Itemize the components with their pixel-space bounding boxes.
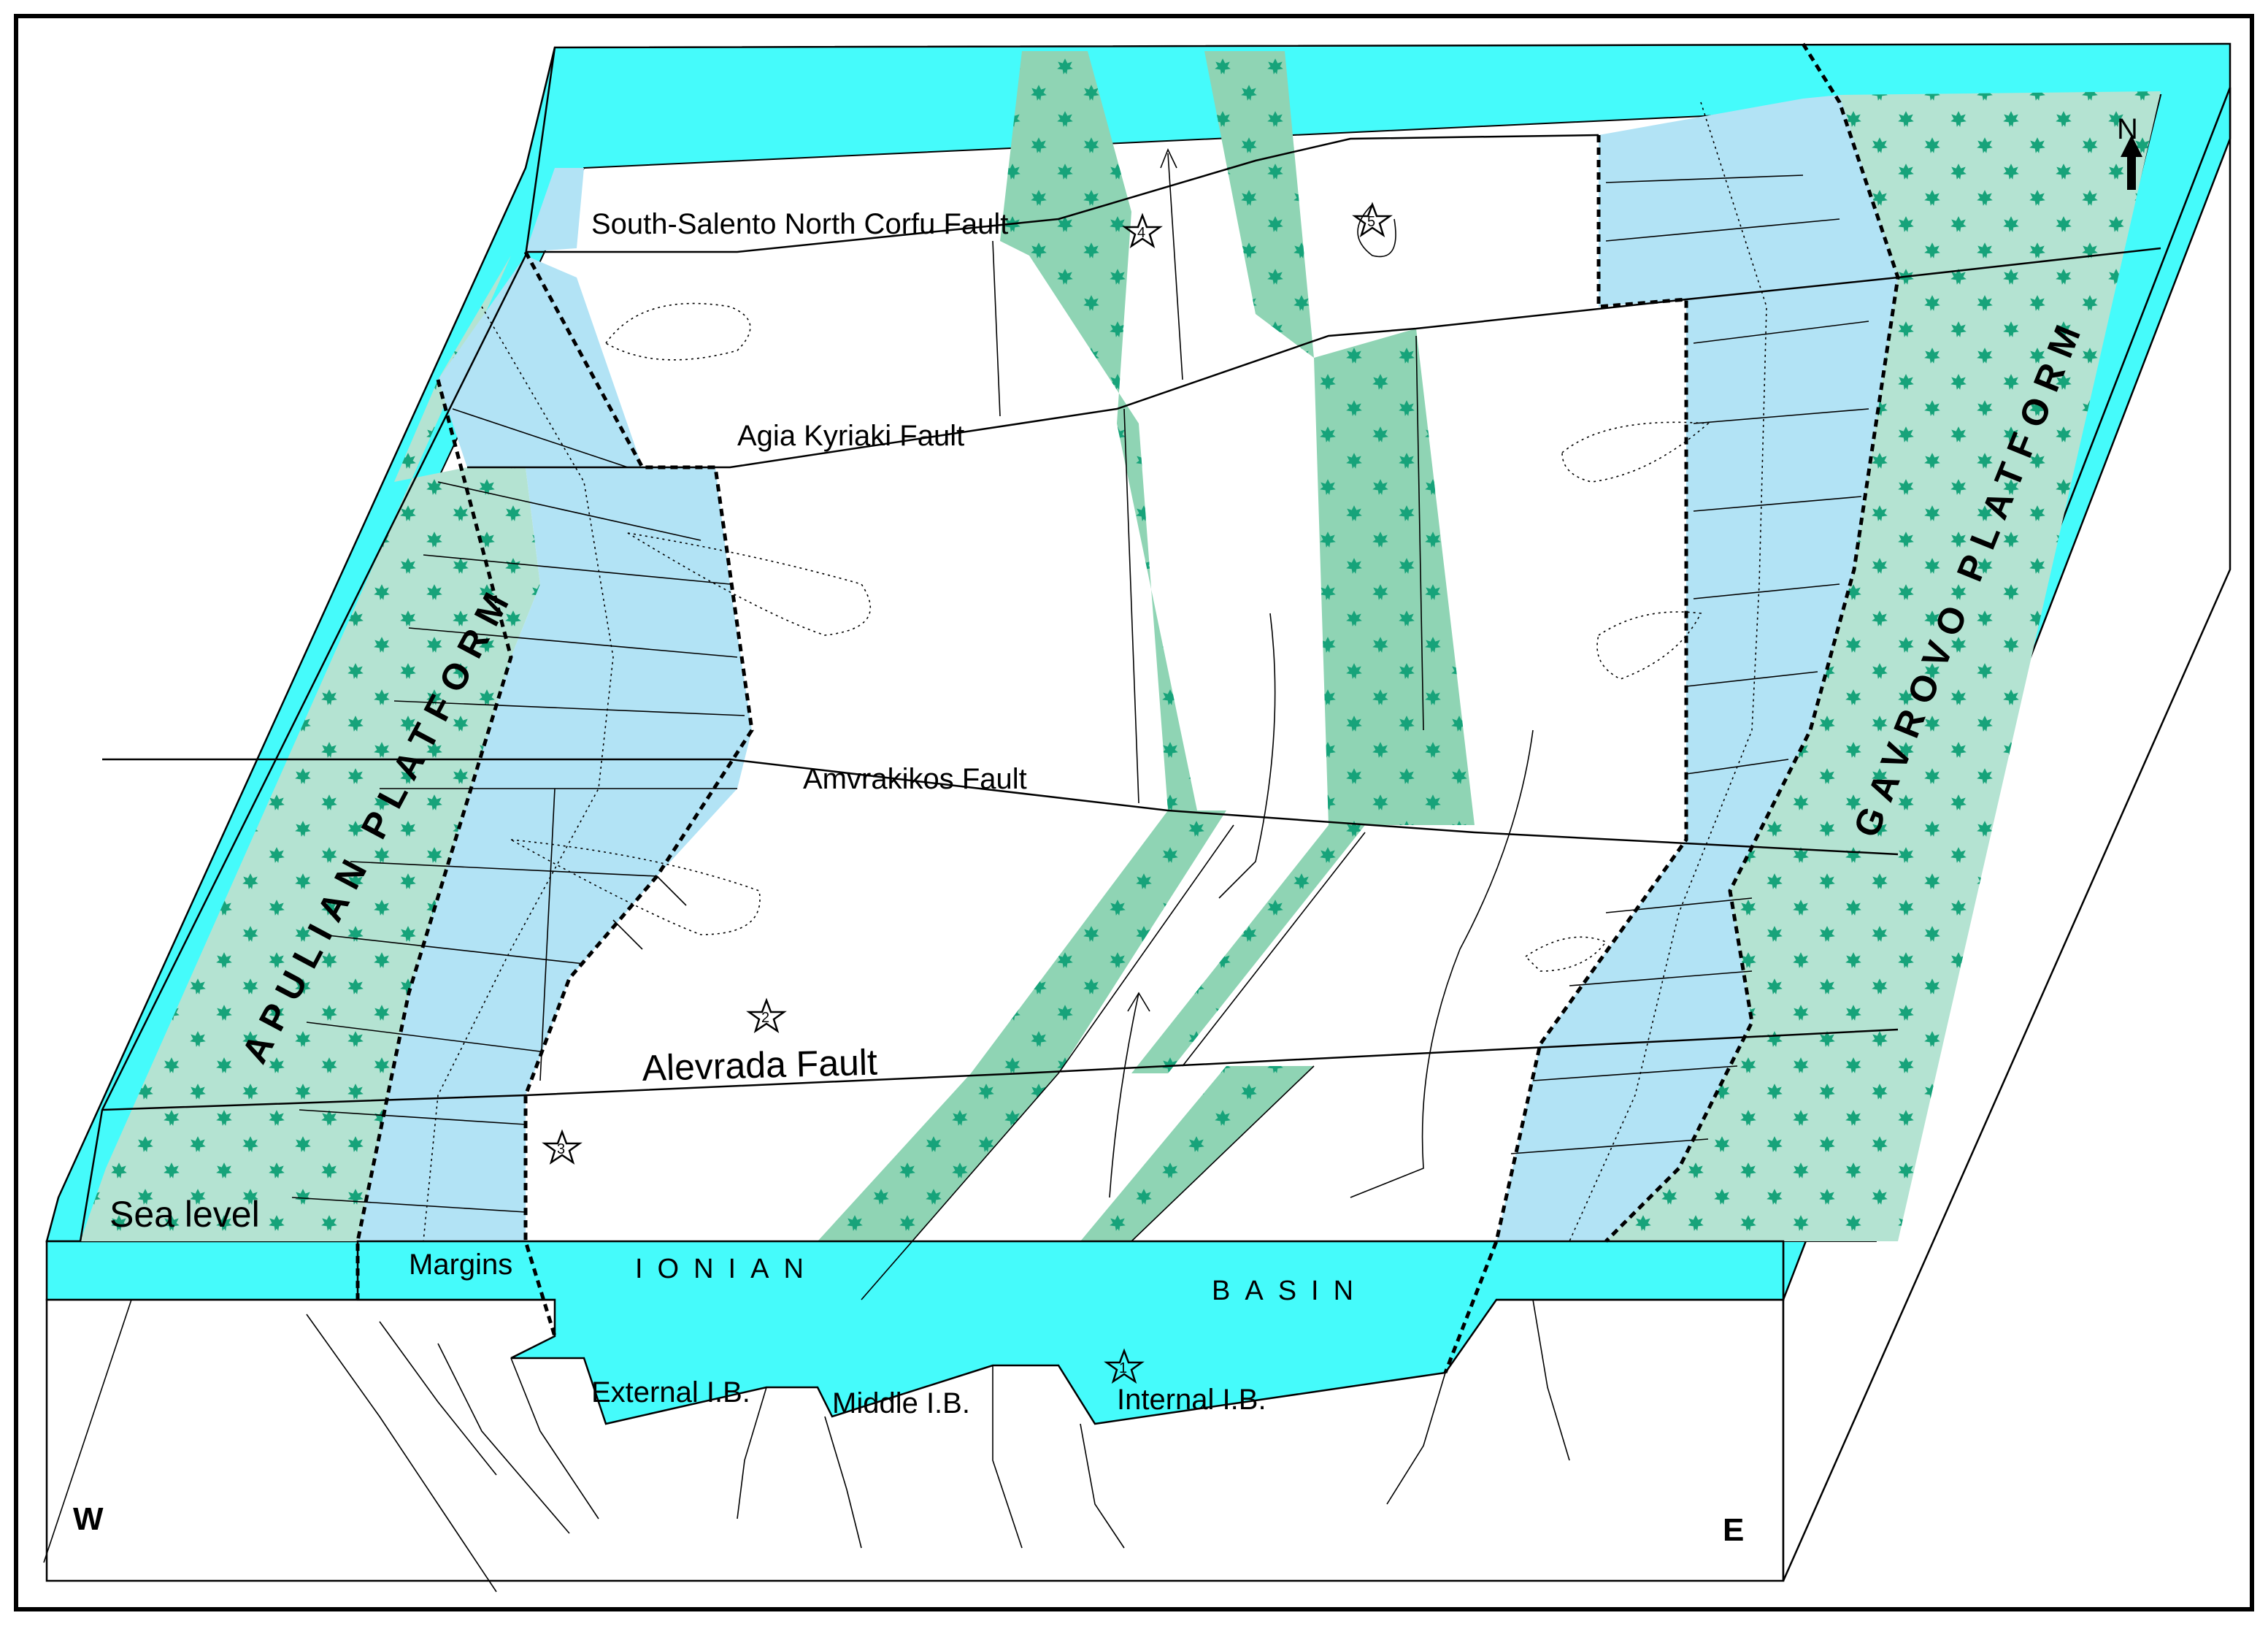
star-1-label: 1: [1119, 1360, 1127, 1376]
basin-label: BASIN: [1212, 1276, 1368, 1306]
fault-agia-kyriaki-label: Agia Kyriaki Fault: [737, 420, 964, 452]
east-label: E: [1723, 1512, 1744, 1548]
star-1: [1104, 1348, 1145, 1384]
gavrovo-slope-dotted-axis: [1569, 101, 1767, 1242]
sea-level-label: Sea level: [109, 1194, 260, 1235]
fault-alevrada-label: Alevrada Fault: [642, 1042, 878, 1089]
ionian-label: IONIAN: [635, 1254, 818, 1284]
star-3: [542, 1129, 583, 1165]
curved-arrow-icon: [1109, 148, 1534, 1198]
apulian-slope-dotted-axis: [423, 306, 614, 1242]
ridge-strip-west-north-pattern: [971, 51, 1226, 1073]
fault-south-salento-label: South-Salento North Corfu Fault: [591, 208, 1008, 240]
fault-alevrada-line: [101, 1028, 1899, 1111]
star-4: [1122, 212, 1163, 249]
external-ib-label: External I.B.: [591, 1376, 750, 1408]
star-3-label: 3: [557, 1141, 565, 1157]
internal-ib-label: Internal I.B.: [1117, 1384, 1266, 1416]
gavrovo-margin-dashed: [1604, 42, 1900, 1243]
gavrovo-slope-toe-dashed: [1443, 135, 1688, 1373]
middle-ib-label: Middle I.B.: [832, 1387, 970, 1419]
basin-section: [356, 1240, 1785, 1425]
fault-amvrakikos-line: [102, 758, 1899, 856]
fault-amvrakikos-label: Amvrakikos Fault: [803, 763, 1027, 795]
left-boundary-line: [79, 47, 556, 1242]
apulian-margin-dashed: [355, 379, 513, 1300]
west-label: W: [73, 1501, 104, 1537]
margins-label: Margins: [409, 1249, 512, 1281]
north-label: N: [2117, 113, 2138, 145]
star-icon: [542, 202, 1393, 1384]
apulian-platform-pattern: [80, 256, 540, 1241]
star-2-label: 2: [761, 1010, 769, 1026]
apulian-slope-area: [358, 256, 752, 1241]
fault-agia-kyriaki-line: [467, 247, 2161, 469]
fan-lobe-icon: [510, 302, 1710, 972]
fault-south-salento-line: [526, 134, 1599, 253]
outer-frame: [14, 14, 2254, 1611]
fault-hatch-icon: [539, 240, 1424, 1300]
star-4-label: 4: [1137, 225, 1145, 241]
slope-contours: [291, 175, 1869, 1213]
ridge-strip-east-pattern: [1131, 51, 1475, 1073]
apulian-slope-north: [526, 168, 584, 252]
star-2: [746, 997, 787, 1034]
star-5: [1352, 202, 1393, 238]
gavrovo-slope-area: [1496, 95, 1898, 1241]
cross-section-lines: [43, 1299, 1570, 1592]
star-5-label: 5: [1367, 214, 1375, 230]
gavrovo-platform-pattern: [1606, 91, 2161, 1241]
north-arrow-icon: [2121, 135, 2142, 190]
